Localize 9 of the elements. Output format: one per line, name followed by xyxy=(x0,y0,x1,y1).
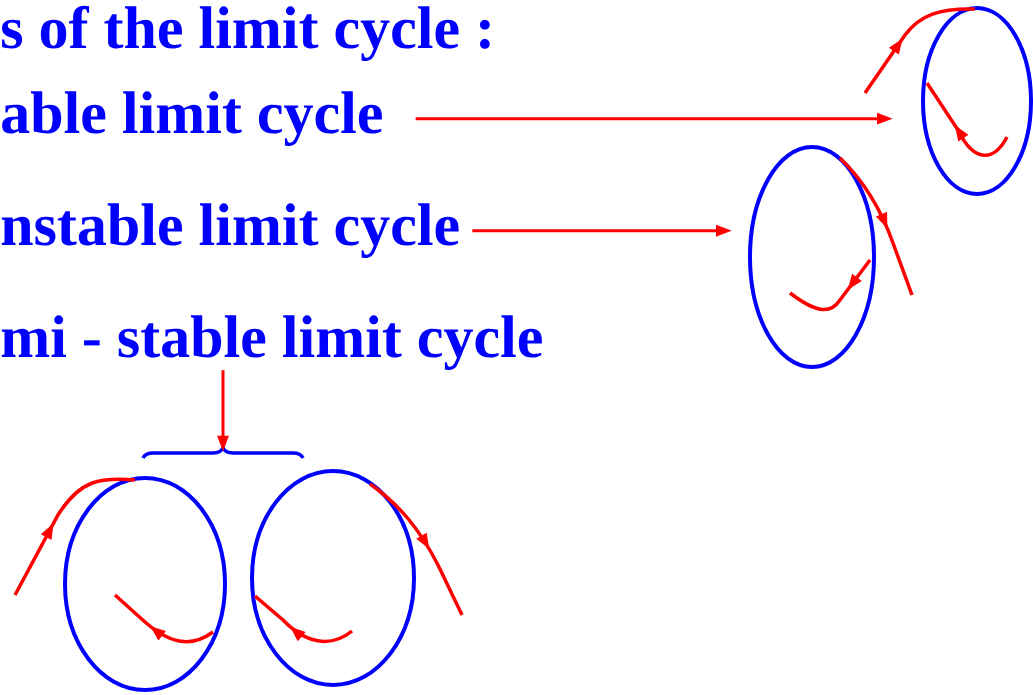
cycle-label: mi - stable limit cycle xyxy=(1,315,542,370)
heading: s of the limit cycle : xyxy=(2,5,490,61)
limit-cycle-ellipse xyxy=(250,469,416,687)
cycle-label: able limit cycle xyxy=(2,91,382,146)
limit-cycle-ellipse xyxy=(748,145,876,369)
limit-cycle-ellipse xyxy=(63,476,227,692)
curly-brace xyxy=(141,446,305,460)
cycle-label: nstable limit cycle xyxy=(1,203,459,258)
limit-cycle-ellipse xyxy=(921,6,1033,196)
